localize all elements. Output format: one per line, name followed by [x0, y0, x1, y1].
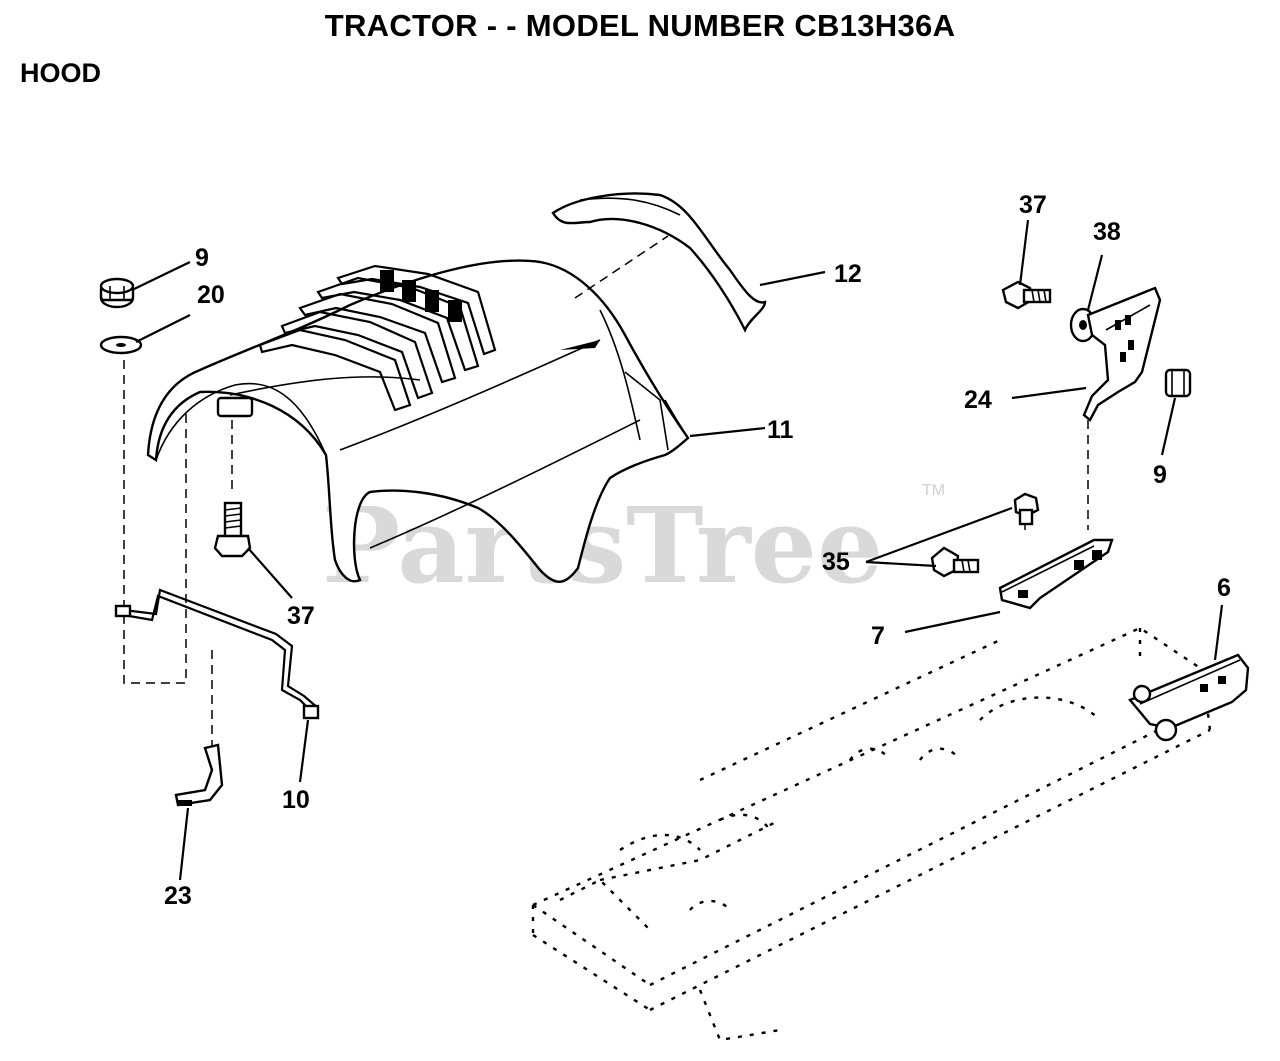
bolt-part-37-upper[interactable] — [1001, 280, 1052, 310]
clip-part-23[interactable] — [174, 743, 224, 807]
callout-37-bottom[interactable]: 37 — [287, 602, 315, 630]
hood-support-part-7[interactable] — [998, 538, 1114, 610]
hood-panel-part-12[interactable] — [551, 192, 767, 333]
hood-rod-part-10[interactable] — [114, 588, 320, 720]
lock-nut-part-9[interactable] — [99, 277, 135, 309]
hood-latch-slot — [216, 396, 254, 418]
bolt-part-35[interactable] — [930, 492, 1040, 578]
callout-20[interactable]: 20 — [197, 281, 225, 309]
lock-nut-part-9-right[interactable] — [1164, 368, 1192, 398]
callout-10[interactable]: 10 — [282, 786, 310, 814]
section-title: HOOD — [20, 58, 101, 88]
callout-23[interactable]: 23 — [164, 882, 192, 910]
tractor-frame — [531, 626, 1212, 1042]
callout-6[interactable]: 6 — [1217, 574, 1231, 602]
callout-37-top[interactable]: 37 — [1019, 191, 1047, 219]
hood-bracket-part-24[interactable] — [1082, 286, 1162, 422]
assembly-guides — [123, 235, 1089, 750]
callout-7[interactable]: 7 — [871, 622, 885, 650]
callout-9-right[interactable]: 9 — [1153, 461, 1167, 489]
watermark-text: PartsTree — [322, 484, 883, 607]
callout-38[interactable]: 38 — [1093, 218, 1121, 246]
bolt-part-37-lower[interactable] — [213, 501, 252, 558]
callout-9-top[interactable]: 9 — [195, 244, 209, 272]
callout-labels: 9 20 12 37 38 24 9 11 37 35 6 7 10 23 — [164, 191, 1231, 910]
washer-part-20[interactable] — [99, 335, 143, 355]
hood-part-11[interactable] — [146, 259, 690, 583]
callout-11[interactable]: 11 — [767, 416, 794, 444]
callout-12[interactable]: 12 — [834, 260, 862, 288]
hood-hinge-part-6[interactable] — [1128, 653, 1250, 742]
hood-louvers — [258, 264, 497, 412]
callout-24[interactable]: 24 — [964, 386, 992, 414]
callout-35[interactable]: 35 — [822, 548, 850, 576]
diagram-title: TRACTOR - - MODEL NUMBER CB13H36A — [324, 8, 956, 43]
watermark-trademark: TM — [922, 482, 945, 499]
leader-lines — [131, 219, 1224, 881]
